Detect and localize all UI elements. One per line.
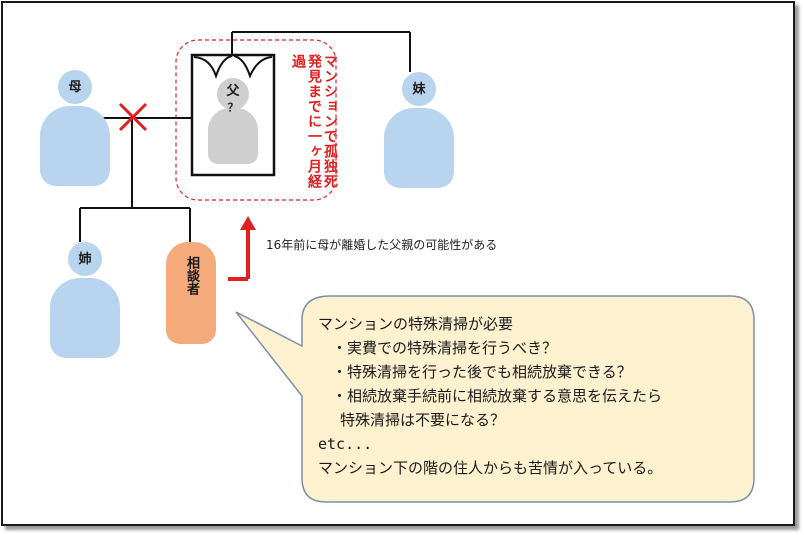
- bubble-title: マンションの特殊清掃が必要: [318, 315, 514, 333]
- person-father: 父 ？: [208, 78, 258, 166]
- father-unknown-mark: ？: [227, 101, 239, 114]
- arrow-note: 16年前に母が離婚した父親の可能性がある: [266, 238, 498, 252]
- person-consultant: 相談者: [166, 242, 216, 348]
- red-arrow-icon: [228, 228, 250, 281]
- bubble-item: ・相続放棄手続前に相続放棄する意思を伝えたら: [332, 387, 663, 405]
- bubble-item: ・特殊清掃を行った後でも相続放棄できる？: [332, 363, 632, 381]
- father-label: 父: [226, 84, 240, 99]
- younger-sister-label: 妹: [412, 82, 426, 97]
- bubble-item: ・実費での特殊清掃を行うべき？: [332, 339, 558, 357]
- mother-label: 母: [68, 80, 82, 95]
- speech-bubble: [235, 295, 755, 503]
- relation-lines: [79, 31, 411, 242]
- portrait-ribbon: [193, 55, 233, 80]
- red-arrow-head: [240, 216, 256, 230]
- elder-sister-label: 姉: [78, 252, 92, 267]
- person-younger-sister: 妹: [384, 72, 454, 192]
- divorce-x-mark: [118, 102, 148, 132]
- bubble-footer: マンション下の階の住人からも苦情が入っている。: [318, 459, 663, 477]
- bubble-item: 特殊清掃は不要になる？: [340, 411, 506, 429]
- consultant-label: 相談者: [184, 256, 199, 295]
- person-mother: 母: [40, 70, 110, 190]
- father-note: マンションで孤独死 発見までに一ヶ月経過: [290, 54, 338, 189]
- bubble-text: マンションの特殊清掃が必要 ・実費での特殊清掃を行うべき？ ・特殊清掃を行った後…: [318, 312, 748, 480]
- father-highlight-box: [175, 39, 337, 201]
- person-elder-sister: 姉: [50, 242, 120, 362]
- bubble-etc: etc...: [318, 435, 373, 453]
